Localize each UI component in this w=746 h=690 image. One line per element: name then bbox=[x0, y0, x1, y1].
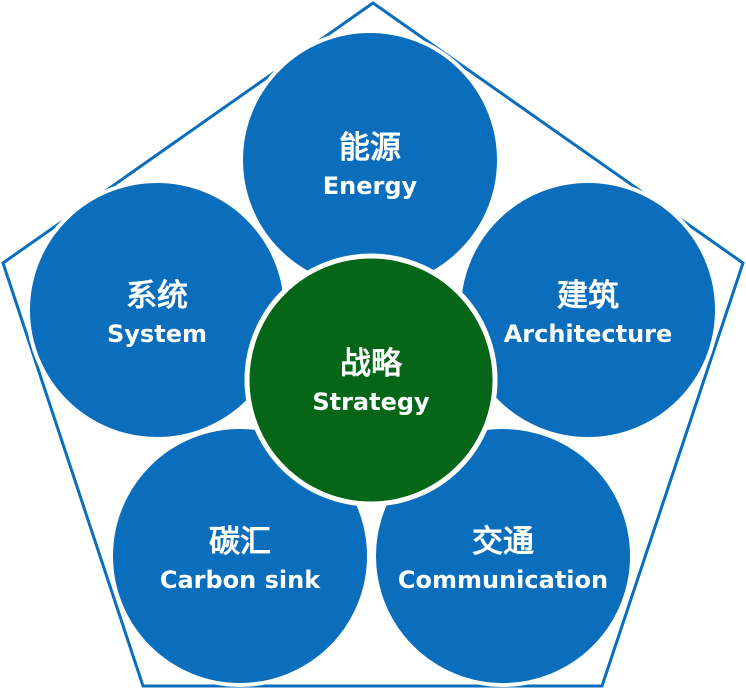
node-system-en: System bbox=[107, 320, 207, 348]
node-strategy-en: Strategy bbox=[312, 388, 430, 416]
node-system-zh: 系统 bbox=[126, 278, 188, 314]
node-architecture-en: Architecture bbox=[504, 320, 673, 348]
node-communication: 交通 Communication bbox=[372, 425, 634, 687]
node-energy-zh: 能源 bbox=[339, 130, 401, 166]
node-communication-en: Communication bbox=[398, 566, 608, 594]
node-carbon-sink: 碳汇 Carbon sink bbox=[109, 425, 371, 687]
node-system: 系统 System bbox=[26, 179, 288, 441]
node-strategy: 战略 Strategy bbox=[244, 253, 498, 507]
node-carbon-en: Carbon sink bbox=[160, 566, 321, 594]
node-energy-en: Energy bbox=[323, 172, 418, 200]
node-carbon-zh: 碳汇 bbox=[209, 524, 271, 560]
node-architecture: 建筑 Architecture bbox=[457, 179, 719, 441]
node-communication-zh: 交通 bbox=[472, 524, 534, 560]
node-strategy-zh: 战略 bbox=[340, 346, 403, 382]
node-architecture-zh: 建筑 bbox=[557, 278, 619, 314]
node-energy: 能源 Energy bbox=[239, 29, 501, 291]
